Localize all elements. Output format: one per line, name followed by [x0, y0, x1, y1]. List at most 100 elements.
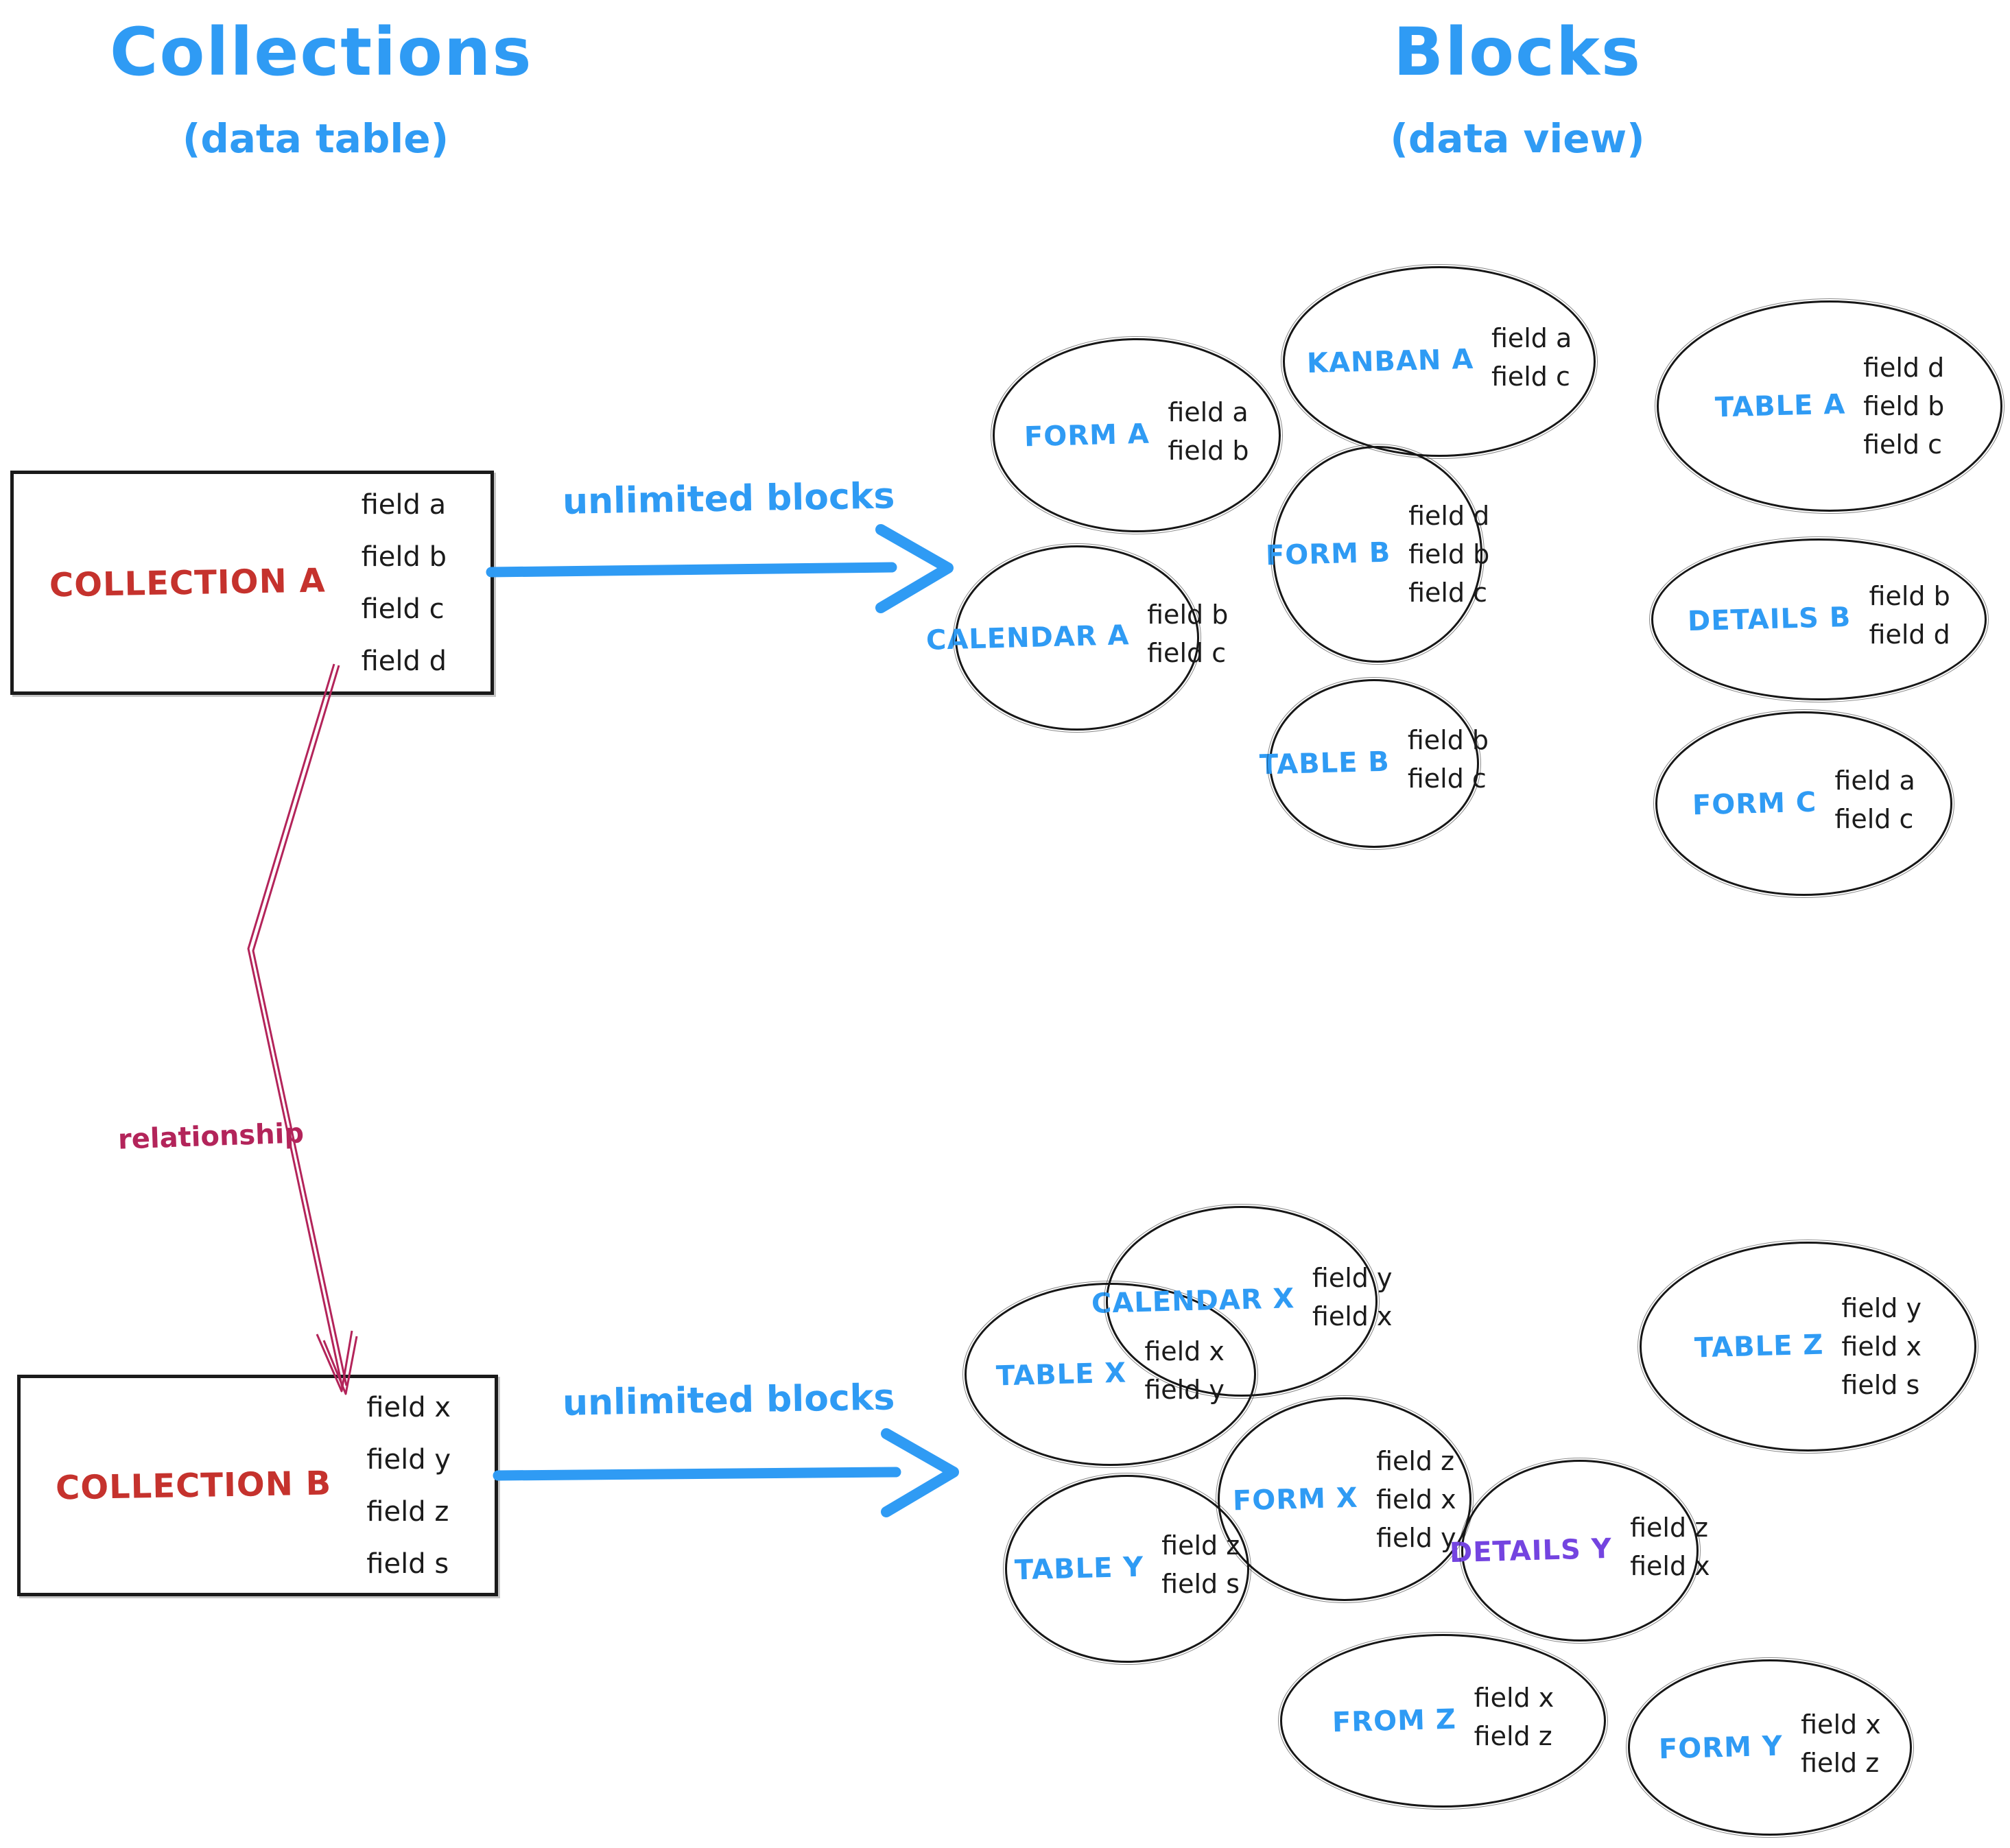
field-item: field b [1408, 539, 1490, 569]
block-fields: field z field x [1630, 1513, 1710, 1589]
field-item: field z [1630, 1512, 1709, 1543]
block-from-z: FROM Z field x field z [1278, 1632, 1608, 1810]
block-form-a: FORM A field a field b [991, 336, 1283, 534]
block-fields: field d field b field c [1863, 353, 1944, 460]
block-form-c: FORM C field a field c [1653, 709, 1954, 898]
unlimited-blocks-label-a: unlimited blocks [562, 475, 895, 523]
block-label: TABLE Y [1014, 1551, 1144, 1587]
field-item: field c [1863, 429, 1943, 460]
relationship-label: relationship [117, 1117, 305, 1156]
unlimited-blocks-arrow-a [486, 562, 897, 578]
blocks-title: Blocks [1393, 14, 1642, 91]
block-label: TABLE A [1714, 388, 1846, 424]
blocks-subtitle: (data view) [1390, 115, 1645, 162]
field-item: field d [1869, 619, 1950, 650]
collection-b-fields: field x field y field z field s [366, 1392, 451, 1580]
block-table-z: TABLE Z field y field x field s [1637, 1240, 1978, 1454]
field-item: field y [1376, 1522, 1456, 1553]
collection-field: field b [361, 541, 447, 573]
field-item: field x [1376, 1484, 1456, 1515]
field-item: field y [1841, 1293, 1922, 1323]
block-label: FROM Z [1332, 1703, 1457, 1738]
block-calendar-x: CALENDAR X field y field x [1091, 1204, 1392, 1399]
field-item: field d [1863, 353, 1945, 383]
relationship-arrow-line [252, 665, 348, 1386]
field-item: field x [1312, 1301, 1393, 1331]
collection-a-box: COLLECTION A field a field b field c fie… [10, 471, 494, 695]
field-item: field a [1834, 765, 1915, 796]
collection-field: field x [366, 1391, 451, 1423]
field-item: field x [1474, 1682, 1554, 1713]
field-item: field a [1491, 323, 1572, 353]
block-fields: field y field x [1312, 1263, 1393, 1340]
block-fields: field y field x field s [1841, 1293, 1922, 1400]
block-fields: field b field d [1869, 581, 1950, 658]
block-label: DETAILS B [1687, 601, 1852, 638]
unlimited-blocks-arrowhead-b [881, 1428, 959, 1517]
field-item: field c [1491, 362, 1570, 392]
field-item: field c [1408, 578, 1488, 608]
block-fields: field a field b [1168, 397, 1249, 474]
collections-title: Collections [110, 14, 533, 91]
collection-field: field d [361, 645, 447, 677]
block-label: DETAILS Y [1449, 1532, 1613, 1569]
block-label: FORM B [1265, 536, 1391, 572]
block-label: FORM Y [1658, 1730, 1784, 1765]
block-table-a: TABLE A field d field b field c [1655, 298, 2005, 514]
block-form-x: FORM X field z field x field y [1216, 1395, 1474, 1603]
block-fields: field b field c [1408, 725, 1489, 802]
field-item: field c [1407, 763, 1487, 794]
relationship-arrow-line [247, 663, 344, 1388]
unlimited-blocks-arrow-b [493, 1467, 901, 1481]
block-table-y: TABLE Y field z field s [1003, 1473, 1251, 1665]
collection-b-name: COLLECTION B [55, 1463, 332, 1508]
field-item: field b [1407, 725, 1489, 755]
block-label: CALENDAR A [925, 619, 1130, 656]
collection-field: field s [366, 1548, 449, 1580]
field-item: field c [1834, 803, 1914, 834]
block-kanban-a: KANBAN A field a field c [1281, 264, 1598, 459]
block-fields: field x field z [1801, 1709, 1881, 1786]
block-fields: field z field s [1161, 1530, 1240, 1607]
block-form-b: FORM B field d field b field c [1265, 444, 1489, 665]
block-label: TABLE B [1259, 746, 1391, 781]
field-item: field b [1869, 581, 1950, 611]
field-item: field x [1841, 1331, 1922, 1362]
field-item: field z [1376, 1445, 1455, 1476]
block-details-y: DETAILS Y field z field x [1450, 1458, 1710, 1644]
block-label: FORM A [1024, 418, 1150, 453]
field-item: field c [1147, 638, 1227, 668]
field-item: field z [1474, 1720, 1552, 1751]
block-label: TABLE X [995, 1357, 1127, 1392]
collection-a-fields: field a field b field c field d [362, 489, 447, 677]
field-item: field d [1408, 501, 1490, 531]
field-item: field a [1168, 396, 1249, 427]
block-label: CALENDAR X [1091, 1283, 1295, 1320]
field-item: field b [1863, 391, 1945, 421]
collection-a-name: COLLECTION A [49, 560, 327, 605]
block-fields: field b field c [1147, 600, 1228, 676]
block-table-b: TABLE B field b field c [1259, 677, 1489, 850]
block-fields: field a field c [1491, 323, 1572, 400]
unlimited-blocks-label-b: unlimited blocks [562, 1377, 895, 1424]
block-calendar-a: CALENDAR A field b field c [925, 543, 1228, 733]
field-item: field s [1161, 1569, 1240, 1599]
unlimited-blocks-arrowhead-a [875, 524, 954, 613]
collection-field: field a [361, 488, 447, 521]
block-label: KANBAN A [1306, 343, 1474, 380]
collection-field: field c [361, 593, 445, 625]
block-details-b: DETAILS B field b field d [1649, 536, 1989, 702]
field-item: field z [1161, 1530, 1240, 1561]
field-item: field b [1147, 600, 1229, 630]
field-item: field b [1168, 435, 1249, 466]
collections-subtitle: (data table) [182, 115, 449, 162]
block-label: FORM C [1692, 786, 1817, 821]
block-label: TABLE Z [1694, 1329, 1824, 1364]
field-item: field x [1630, 1550, 1710, 1581]
block-fields: field d field b field c [1408, 501, 1489, 608]
field-item: field y [1312, 1263, 1393, 1293]
field-item: field s [1841, 1370, 1920, 1400]
block-fields: field z field x field y [1376, 1446, 1456, 1553]
collection-field: field y [366, 1443, 451, 1476]
field-item: field x [1801, 1709, 1881, 1740]
